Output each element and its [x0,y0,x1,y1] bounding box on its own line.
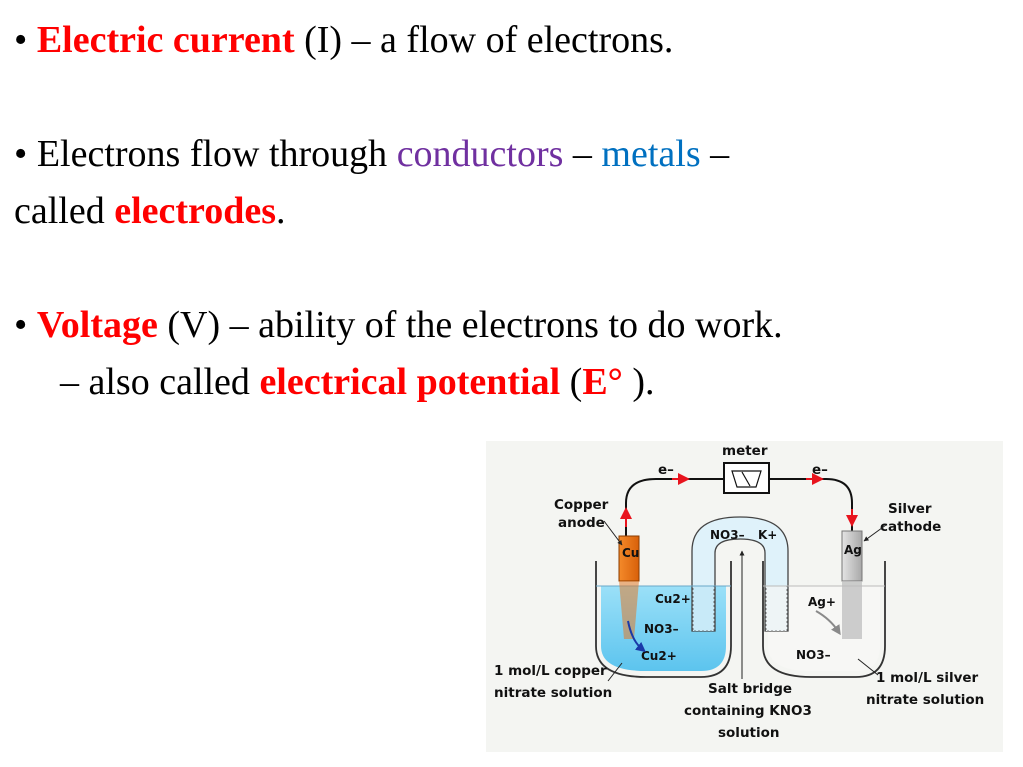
anode-label-line1: Copper [554,497,609,513]
meter-needle [741,471,751,487]
term-voltage: Voltage [36,304,158,346]
copper-electrode-submerged [619,581,639,639]
electrical-potential-line: – also called electrical potential (E° )… [60,360,655,404]
silver-electrode-submerged [842,581,862,639]
cathode-label-line2: cathode [880,519,941,535]
anode-pointer [603,520,623,546]
silver-solution-label-line1: 1 mol/L silver [876,670,979,686]
right-beaker [762,561,886,678]
left-wire [625,478,724,536]
bridge-nitrate-ion: NO3– [710,528,745,542]
bullet-conductors: • Electrons flow through conductors – me… [14,132,729,176]
close-paren: ). [622,361,655,403]
galvanic-cell-diagram: meter e– e– NO3– K+ Cu Ag Cu2+ NO3– Cu2+… [486,441,1003,752]
copper-ion-label-2: Cu2+ [641,649,677,663]
term-conductors: conductors [396,133,564,175]
bullet-marker: • [14,133,28,175]
term-electrical-potential: electrical potential [259,361,561,403]
left-beaker [595,561,732,678]
bullet-voltage: • Voltage (V) – ability of the electrons… [14,303,783,347]
conductors-intro: Electrons flow through [36,133,397,175]
silver-ion-deposit-arrow [815,610,841,636]
anode-label-line2: anode [558,515,605,531]
cathode-label-line1: Silver [888,501,932,517]
bullet-electric-current: • Electric current (I) – a flow of elect… [14,18,673,62]
electrodes-line: called electrodes. [14,189,286,233]
also-called-text: – also called [60,361,260,403]
cathode-pointer [863,524,887,542]
bridge-caption-line1: Salt bridge [708,681,792,697]
copper-solution-label-line2: nitrate solution [494,685,612,701]
term-electrodes: electrodes [114,190,276,232]
symbol-e-naught: E° [582,361,623,403]
bridge-caption-line2: containing KNO3 [684,703,812,719]
copper-ion-label-1: Cu2+ [655,592,691,606]
meter-dial [731,470,762,488]
term-metals: metals [601,133,701,175]
electron-label-right: e– [812,462,828,478]
copper-ion-dissolve-arrow [627,620,646,653]
copper-solution-pointer [607,662,623,682]
nitrate-ion-right: NO3– [796,648,831,662]
dash-separator: – [563,133,602,175]
called-text: called [14,190,115,232]
copper-electrode-symbol: Cu [622,546,639,560]
right-wire [769,478,853,531]
copper-solution-label-line1: 1 mol/L copper [494,663,607,679]
meter-box [723,462,770,494]
period: . [276,190,286,232]
open-paren: ( [560,361,583,403]
electron-label-left: e– [658,462,674,478]
electric-current-definition: (I) – a flow of electrons. [294,19,674,61]
bridge-potassium-ion: K+ [758,528,777,542]
voltage-definition: (V) – ability of the electrons to do wor… [157,304,783,346]
salt-bridge [691,516,789,632]
bridge-caption-line3: solution [718,725,780,741]
bullet-marker: • [14,304,28,346]
silver-solution-pointer [857,658,879,676]
bullet-marker: • [14,19,28,61]
silver-solution-label-line2: nitrate solution [866,692,984,708]
salt-bridge-left-end [692,585,715,632]
nitrate-ion-left: NO3– [644,622,679,636]
salt-bridge-right-end [765,585,788,632]
term-electric-current: Electric current [36,19,295,61]
silver-electrode-symbol: Ag [844,543,862,557]
silver-ion-label: Ag+ [808,595,836,609]
dash-separator-end: – [700,133,730,175]
meter-label: meter [722,443,768,459]
